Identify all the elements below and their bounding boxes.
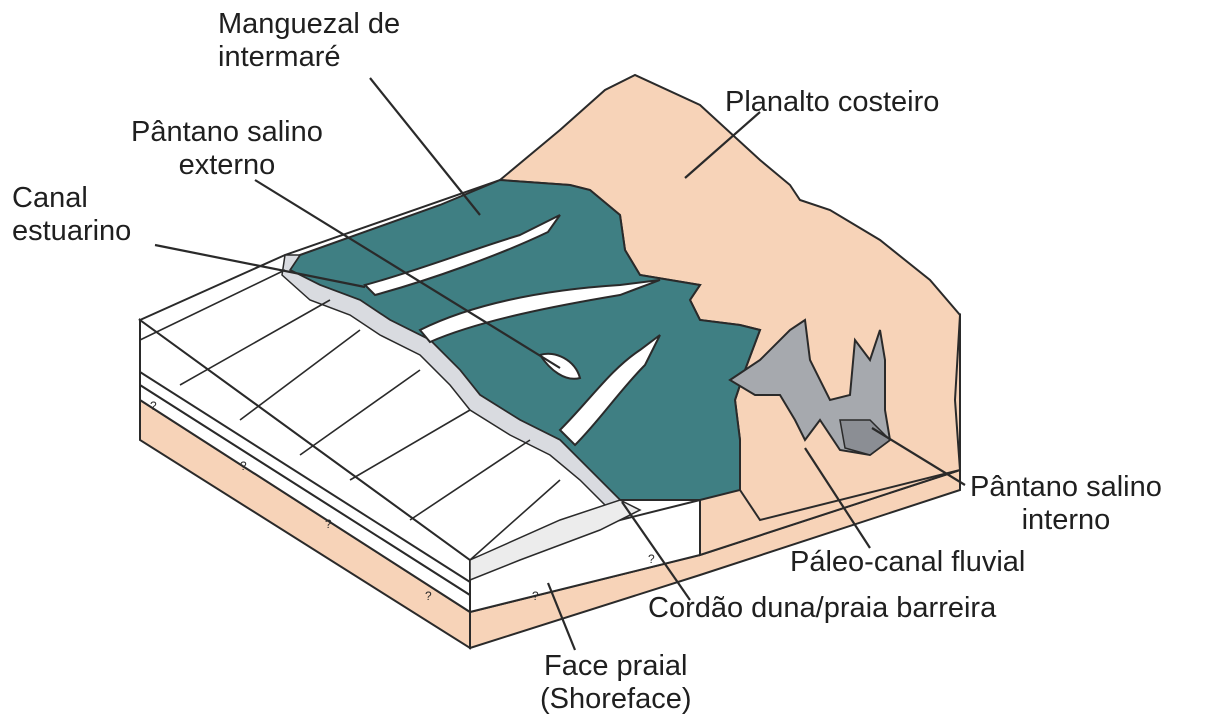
label-cordao: Cordão duna/praia barreira bbox=[648, 592, 996, 625]
leader-manguezal bbox=[370, 78, 480, 215]
label-face-praial-line1: Face praial bbox=[540, 650, 692, 683]
label-manguezal-line1: Manguezal de bbox=[218, 8, 400, 41]
question-mark: ? bbox=[648, 552, 655, 566]
label-manguezal-line2: intermaré bbox=[218, 41, 400, 74]
label-manguezal: Manguezal de intermaré bbox=[218, 8, 400, 74]
label-canal: Canal estuarino bbox=[12, 182, 131, 248]
label-pantano-externo-line2: externo bbox=[131, 149, 323, 182]
question-mark: ? bbox=[532, 589, 539, 603]
label-canal-line1: Canal bbox=[12, 182, 131, 215]
label-planalto: Planalto costeiro bbox=[725, 86, 939, 119]
question-mark: ? bbox=[240, 459, 247, 473]
question-mark: ? bbox=[150, 399, 157, 413]
label-pantano-interno-line1: Pântano salino bbox=[970, 471, 1162, 504]
question-mark: ? bbox=[325, 517, 332, 531]
label-face-praial-line2: (Shoreface) bbox=[540, 683, 692, 716]
label-paleo-canal: Páleo-canal fluvial bbox=[790, 546, 1025, 579]
label-cordao-text: Cordão duna/praia barreira bbox=[648, 592, 996, 624]
label-pantano-externo-line1: Pântano salino bbox=[131, 116, 323, 149]
label-paleo-canal-text: Páleo-canal fluvial bbox=[790, 546, 1025, 578]
label-face-praial: Face praial (Shoreface) bbox=[540, 650, 692, 716]
label-pantano-interno-line2: interno bbox=[970, 504, 1162, 537]
label-planalto-text: Planalto costeiro bbox=[725, 86, 939, 118]
question-mark: ? bbox=[425, 589, 432, 603]
label-canal-line2: estuarino bbox=[12, 215, 131, 248]
label-pantano-interno: Pântano salino interno bbox=[970, 471, 1162, 537]
label-pantano-externo: Pântano salino externo bbox=[131, 116, 323, 182]
